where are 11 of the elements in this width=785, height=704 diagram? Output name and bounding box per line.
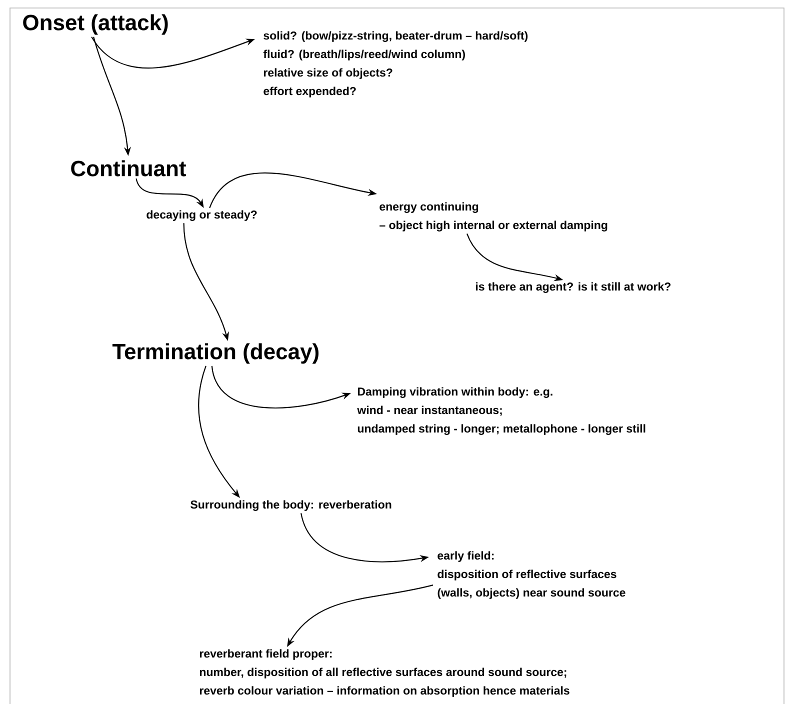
note-text: energy continuing – object high internal or external damping: [380, 202, 608, 232]
note-text: Surrounding the body: reverberation: [190, 500, 392, 511]
heading-text: Onset (attack): [23, 14, 168, 35]
note-text: reverberant field proper: number, disposition of all reflective surfaces around sound source; reverb colour variation – information on absorption hence materials: [200, 649, 570, 697]
note-text: early field: disposition of reflective surfaces (walls, objects) near sound source: [438, 551, 626, 599]
note-text: is there an agent? is it still at work?: [476, 282, 670, 293]
note-text: Damping vibration within body: e.g. wind - near instantaneous; undamped string - longer; metallophone - longer still: [357, 387, 646, 435]
note-text: decaying or steady?: [146, 210, 257, 221]
note-text: solid? (bow/pizz-string, beater-drum – hard/soft) fluid? (breath/lips/reed/wind column) relative size of objects? effort expended?: [263, 31, 528, 98]
heading-text: Continuant: [71, 160, 186, 176]
heading-text: Termination (decay): [112, 343, 318, 364]
